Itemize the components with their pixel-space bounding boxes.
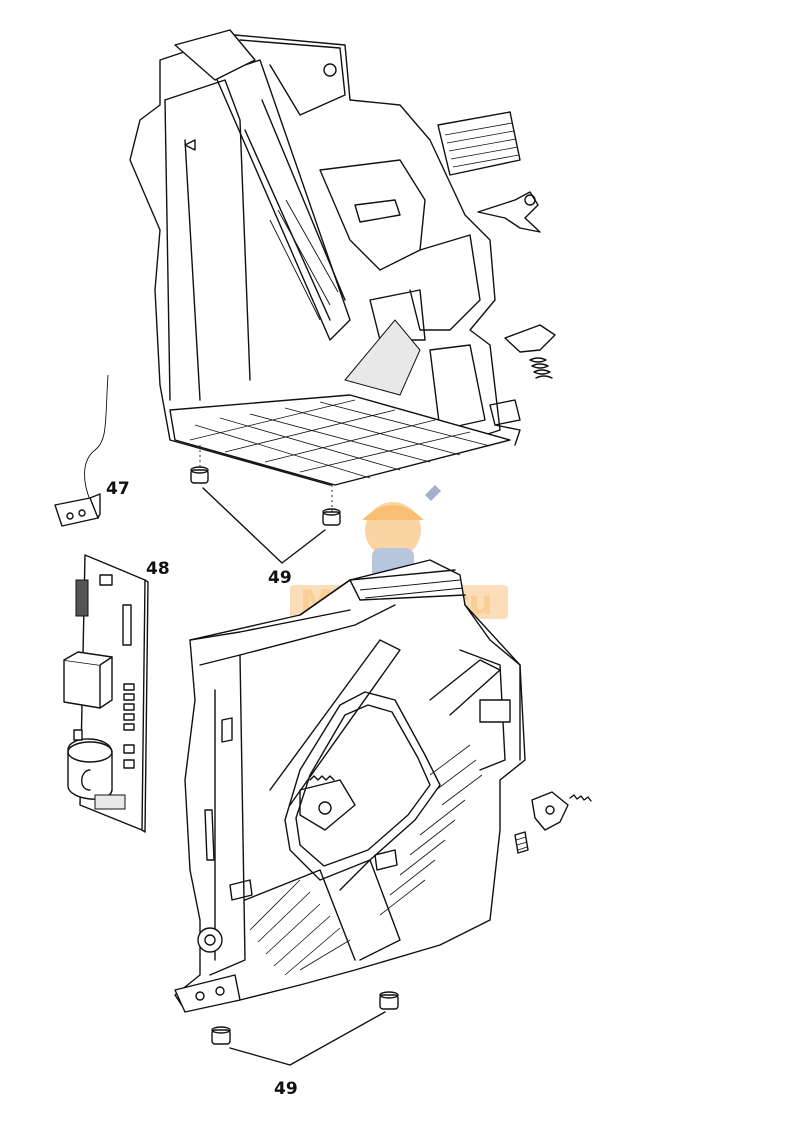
grille-plate bbox=[437, 111, 521, 176]
callout-47: 47 bbox=[106, 479, 130, 499]
callout-49-bottom: 49 bbox=[274, 1079, 298, 1099]
spring-lower bbox=[569, 794, 592, 802]
callout-49-top: 49 bbox=[268, 568, 292, 588]
cam-part bbox=[531, 791, 569, 831]
leader-49-bottom bbox=[229, 1011, 386, 1066]
foot-lower-left bbox=[211, 1026, 231, 1045]
screw-part bbox=[514, 831, 529, 854]
leader-49-top bbox=[202, 487, 326, 564]
spring-inner bbox=[309, 775, 335, 781]
circuit-board bbox=[63, 554, 149, 833]
foot-upper-right bbox=[322, 485, 341, 526]
foot-lower-right bbox=[379, 991, 399, 1010]
latch-part bbox=[504, 324, 556, 353]
foot-upper-left bbox=[190, 445, 209, 484]
lower-housing bbox=[174, 559, 526, 1013]
upper-housing bbox=[129, 29, 521, 486]
sensor-part bbox=[54, 374, 109, 527]
lever-part bbox=[477, 191, 541, 233]
callout-48: 48 bbox=[146, 559, 170, 579]
spring-upper bbox=[529, 357, 553, 379]
